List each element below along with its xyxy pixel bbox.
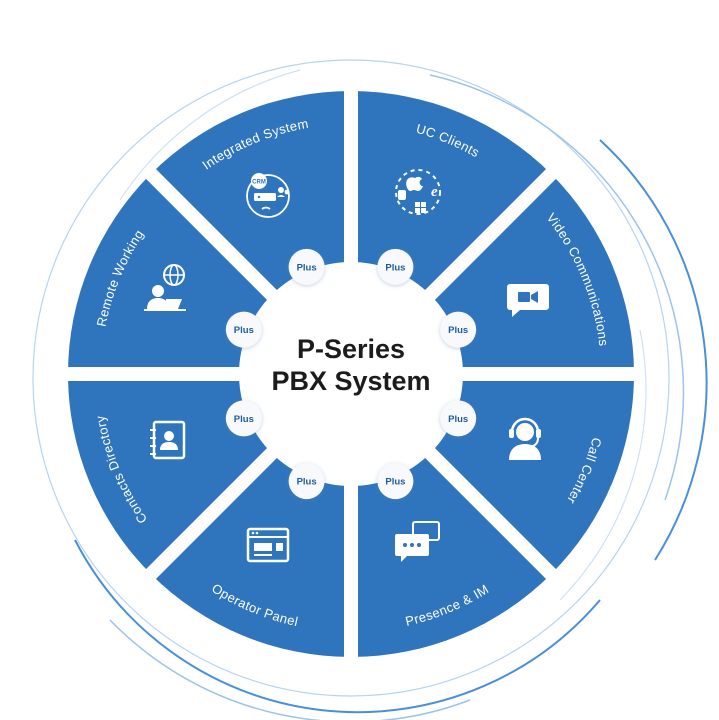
plus-badge-circle <box>288 463 325 500</box>
plus-badge-label: Plus <box>234 325 254 336</box>
plus-badge-label: Plus <box>234 414 254 425</box>
plus-badge: Plus <box>377 248 414 285</box>
center-title-line2: PBX System <box>271 366 430 396</box>
outer-rings <box>32 59 708 720</box>
plus-badge-label: Plus <box>448 325 468 336</box>
plus-badge-circle <box>377 248 414 285</box>
headset-agent-icon <box>509 417 541 460</box>
center-title-line1: P-Series <box>297 334 405 364</box>
plus-badge-circle <box>440 400 477 437</box>
plus-badge: Plus <box>288 248 325 285</box>
plus-badge-circle <box>225 311 262 348</box>
plus-badge-circle <box>225 400 262 437</box>
crm-integration-icon: CRM <box>246 173 290 218</box>
plus-badge-circle <box>288 248 325 285</box>
plus-badge: Plus <box>225 311 262 348</box>
plus-badge-label: Plus <box>297 262 317 273</box>
os-platforms-icon: e <box>395 169 441 215</box>
address-book-icon <box>150 420 186 460</box>
plus-badge: Plus <box>377 463 414 500</box>
plus-badge: Plus <box>440 400 477 437</box>
plus-badge-circle <box>440 311 477 348</box>
plus-badge-label: Plus <box>448 414 468 425</box>
plus-badge: Plus <box>440 311 477 348</box>
plus-badge-circle <box>377 463 414 500</box>
operator-console-icon <box>246 527 290 563</box>
plus-badge-label: Plus <box>385 477 405 488</box>
remote-worker-icon <box>144 264 186 311</box>
plus-badge-label: Plus <box>297 477 317 488</box>
video-chat-icon <box>507 284 549 317</box>
chat-bubbles-icon <box>395 521 440 562</box>
center-hub <box>239 262 463 486</box>
plus-badge: Plus <box>288 463 325 500</box>
crm-badge: CRM <box>252 180 266 186</box>
svg-text:e: e <box>431 184 438 200</box>
plus-badge: Plus <box>225 400 262 437</box>
plus-badge-label: Plus <box>385 262 405 273</box>
